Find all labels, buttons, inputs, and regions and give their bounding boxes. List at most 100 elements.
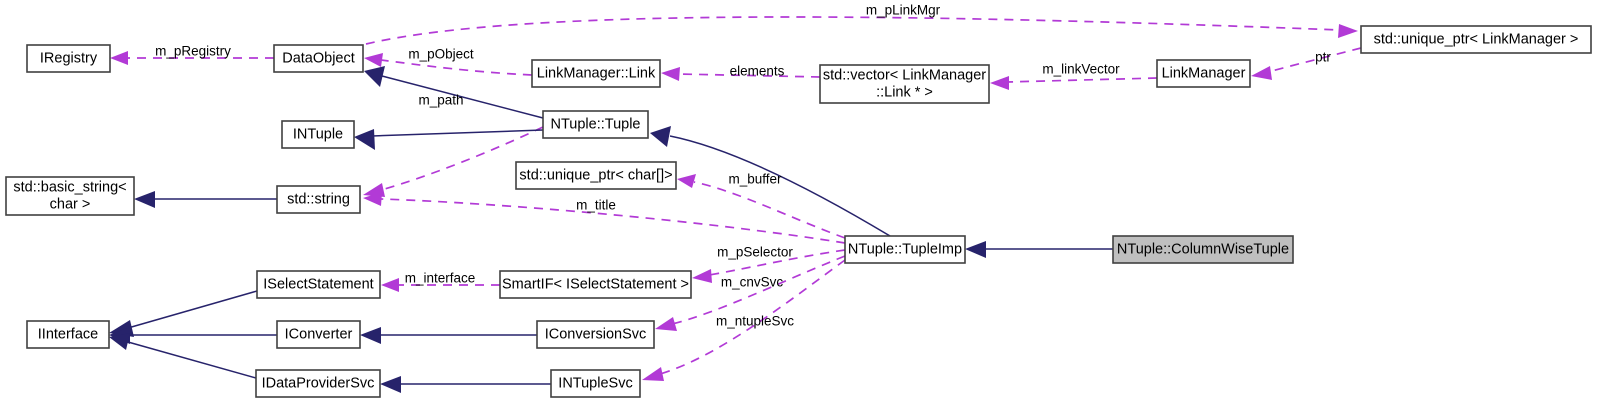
node-linkmanagerlink[interactable]: LinkManager::Link bbox=[531, 59, 661, 88]
edge-line bbox=[127, 290, 258, 329]
node-vectorlink[interactable]: std::vector< LinkManager::Link * > bbox=[819, 64, 990, 104]
node-label: IConversionSvc bbox=[545, 326, 647, 342]
edge-line bbox=[365, 16, 1341, 45]
edge-m_title bbox=[363, 192, 846, 244]
node-iregistry[interactable]: IRegistry bbox=[26, 44, 111, 73]
node-iconverter[interactable]: IConverter bbox=[276, 320, 361, 349]
node-idataprovidersvc[interactable]: IDataProviderSvc bbox=[255, 369, 381, 398]
node-label: INTuple bbox=[293, 126, 343, 142]
node-label: NTuple::Tuple bbox=[551, 116, 641, 132]
edge-label-m_pRegistry: m_pRegistry bbox=[155, 44, 231, 59]
node-box[interactable] bbox=[273, 44, 364, 73]
node-box[interactable] bbox=[499, 270, 692, 299]
inheritance-edges bbox=[109, 66, 1113, 393]
edge-label-elements: elements bbox=[730, 64, 785, 79]
node-box[interactable] bbox=[542, 110, 649, 139]
edge-line bbox=[659, 259, 846, 375]
node-stdstring[interactable]: std::string bbox=[276, 185, 361, 214]
node-label: std::unique_ptr< char[]> bbox=[519, 167, 672, 183]
node-label: SmartIF< ISelectStatement > bbox=[502, 276, 689, 292]
edge-label-m_pLinkMgr: m_pLinkMgr bbox=[866, 3, 941, 18]
edge-label-m_pSelector: m_pSelector bbox=[717, 245, 793, 260]
node-box[interactable] bbox=[536, 320, 655, 349]
arrowhead bbox=[1251, 66, 1272, 80]
arrowhead bbox=[661, 67, 680, 81]
edge-line bbox=[381, 75, 544, 119]
arrowhead bbox=[364, 53, 383, 67]
edge-line bbox=[671, 255, 846, 325]
edge-inherit-iinterface-converter bbox=[109, 327, 277, 344]
node-label: std::vector< LinkManager bbox=[823, 67, 986, 83]
node-box[interactable] bbox=[26, 320, 110, 349]
edge-labels: m_pRegistry m_pLinkMgr m_pObject element… bbox=[155, 3, 1331, 329]
edge-inherit-intuple bbox=[354, 129, 544, 150]
edge-inherit-ntupletuple bbox=[650, 126, 891, 237]
node-box[interactable] bbox=[531, 59, 661, 88]
node-basicstring[interactable]: std::basic_string<char > bbox=[5, 176, 135, 216]
node-label: IInterface bbox=[38, 326, 98, 342]
node-smartif[interactable]: SmartIF< ISelectStatement > bbox=[499, 270, 692, 299]
arrowhead bbox=[692, 269, 712, 283]
node-box[interactable] bbox=[256, 270, 381, 299]
arrowhead bbox=[110, 51, 128, 65]
edge-line bbox=[127, 341, 257, 379]
edge-label-m_ntupleSvc: m_ntupleSvc bbox=[716, 314, 794, 329]
node-uniqueptrchar[interactable]: std::unique_ptr< char[]> bbox=[515, 161, 677, 190]
arrowhead bbox=[655, 317, 677, 331]
node-box[interactable] bbox=[515, 161, 677, 190]
node-box[interactable] bbox=[281, 120, 355, 149]
arrowhead bbox=[642, 367, 664, 381]
node-dataobject[interactable]: DataObject bbox=[273, 44, 364, 73]
node-tupleimp[interactable]: NTuple::TupleImp bbox=[844, 235, 966, 264]
node-ntupletuple[interactable]: NTuple::Tuple bbox=[542, 110, 649, 139]
edge-label-m_title: m_title bbox=[576, 198, 616, 213]
node-box[interactable] bbox=[26, 44, 111, 73]
node-label: LinkManager bbox=[1162, 65, 1246, 81]
node-box[interactable] bbox=[5, 176, 135, 216]
arrowhead bbox=[990, 76, 1009, 90]
node-box[interactable] bbox=[550, 369, 641, 398]
node-box[interactable] bbox=[276, 320, 361, 349]
node-iselectstatement[interactable]: ISelectStatement bbox=[256, 270, 381, 299]
edge-label-m_pObject: m_pObject bbox=[408, 47, 474, 62]
node-label: IRegistry bbox=[40, 50, 98, 66]
node-box[interactable] bbox=[276, 185, 361, 214]
arrowhead bbox=[381, 278, 399, 292]
node-columnwisetuple[interactable]: NTuple::ColumnWiseTuple bbox=[1112, 235, 1294, 264]
arrowhead bbox=[364, 66, 385, 87]
edge-m_linkVector bbox=[990, 76, 1158, 90]
node-label: IConverter bbox=[285, 326, 353, 342]
node-linkmanager[interactable]: LinkManager bbox=[1156, 59, 1251, 88]
edge-inherit-iconverter bbox=[360, 327, 537, 344]
edge-m_pObject bbox=[364, 53, 533, 76]
node-label: IDataProviderSvc bbox=[262, 375, 375, 391]
arrowhead bbox=[380, 376, 401, 393]
node-label: std::basic_string< bbox=[13, 179, 126, 195]
node-iconversionsvc[interactable]: IConversionSvc bbox=[536, 320, 655, 349]
node-uniqueptrlm[interactable]: std::unique_ptr< LinkManager > bbox=[1360, 25, 1592, 54]
node-box[interactable] bbox=[1360, 25, 1592, 54]
edge-m_ntupleSvc bbox=[642, 259, 846, 381]
node-box[interactable] bbox=[819, 64, 990, 104]
node-box[interactable] bbox=[1156, 59, 1251, 88]
node-intuple[interactable]: INTuple bbox=[281, 120, 355, 149]
edge-m_interface bbox=[381, 278, 500, 292]
edge-elements bbox=[661, 67, 821, 81]
edge-m_cnvSvc bbox=[655, 255, 846, 331]
edge-inherit-iinterface-dataprov bbox=[109, 333, 257, 379]
node-intuplesvc[interactable]: INTupleSvc bbox=[550, 369, 641, 398]
edge-label-m_cnvSvc: m_cnvSvc bbox=[721, 275, 784, 290]
arrowhead bbox=[363, 192, 382, 206]
edge-label-m_buffer: m_buffer bbox=[728, 172, 782, 187]
edge-inherit-idataprovidersvc bbox=[380, 376, 551, 393]
node-box[interactable] bbox=[1112, 235, 1294, 264]
node-box[interactable] bbox=[255, 369, 381, 398]
node-box[interactable] bbox=[844, 235, 966, 264]
arrowhead bbox=[650, 126, 671, 147]
edge-line bbox=[380, 198, 846, 244]
node-iinterface[interactable]: IInterface bbox=[26, 320, 110, 349]
arrowhead bbox=[677, 174, 696, 188]
edge-line bbox=[669, 135, 891, 237]
